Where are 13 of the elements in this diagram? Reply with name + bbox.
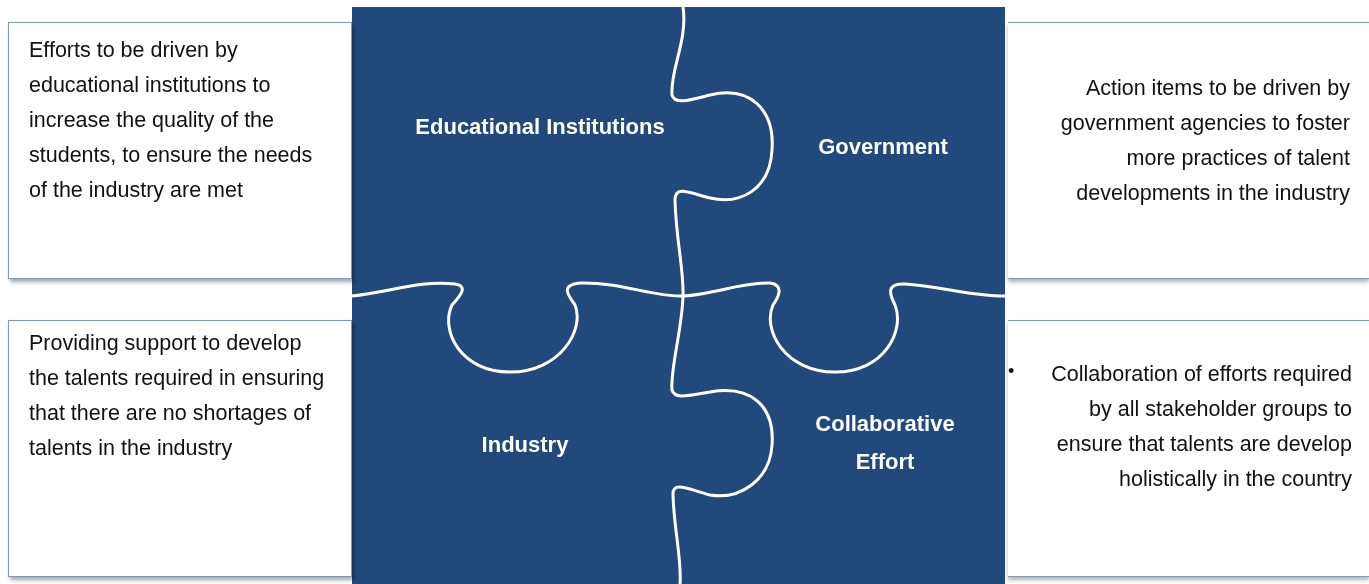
text-card (1008, 320, 1369, 577)
bullet-mark: • (1008, 361, 1015, 382)
text-card (8, 320, 352, 577)
puzzle-piece-label: Industry (480, 431, 570, 459)
puzzle-piece-label: Collaborative Effort (814, 410, 956, 476)
description-text: Efforts to be driven by educational institutions to increase the quality of the students, to ensure the needs of the industry are met (29, 37, 314, 204)
text-card (1008, 22, 1369, 279)
description-text: Collaboration of efforts required by all stakeholder groups to ensure that talents are develop holistically in the country (1050, 361, 1352, 493)
description-text: Providing support to develop the talents required in ensuring that there are no shortages of talents in the industry (29, 330, 326, 462)
description-text: Action items to be driven by government agencies to foster more practices of talent developments in the industry (1059, 75, 1350, 207)
puzzle-piece-label: Government (817, 133, 949, 161)
text-card (8, 22, 352, 279)
puzzle-piece-label: Educational Institutions (415, 113, 665, 141)
